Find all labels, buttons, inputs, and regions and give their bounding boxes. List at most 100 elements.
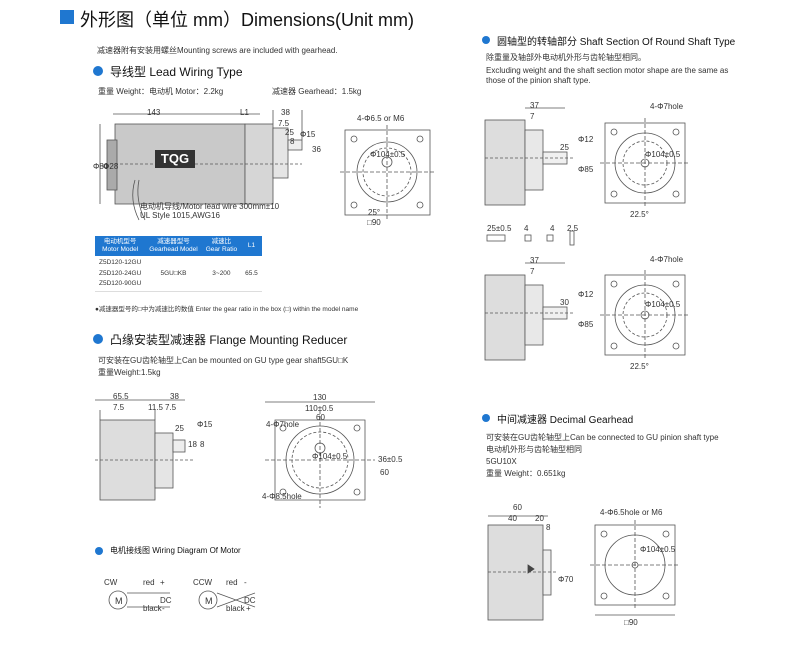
section-bullet-icon: [93, 334, 103, 344]
round-shaft-hole-1: 4-Φ7hole: [650, 102, 684, 111]
round-shaft-front-view-2: [600, 270, 690, 360]
flange-dim-110: 110±0.5: [305, 404, 334, 413]
flange-weight: 重量Weight:1.5kg: [98, 368, 161, 377]
motor-model-2: Z5D120-24GU: [99, 269, 142, 277]
flange-dim-15: Φ15: [197, 420, 213, 429]
lead-wiring-dim-36: 36: [312, 145, 321, 154]
decimal-front-view: [590, 520, 680, 616]
decimal-phi104: Φ104±0.5: [640, 545, 676, 554]
flange-hole-7: 4-Φ7hole: [266, 420, 300, 429]
round-shaft-front-view-1: [600, 118, 690, 208]
lead-wiring-dim-38: 38: [281, 108, 290, 117]
flange-dim-36: 36±0.5: [378, 455, 403, 464]
lead-wiring-25deg: 25°: [368, 208, 381, 217]
lead-wiring-weight-motor: 重量 Weight：电动机 Motor：2.2kg: [98, 87, 224, 96]
lead-wiring-dim-28: Φ28: [103, 162, 119, 171]
l1-value: 65.5: [241, 256, 262, 293]
lead-note-1: 电动机导线/Motor lead wire 300mm±10: [140, 202, 280, 211]
round-shaft-dim-12: Φ12: [578, 135, 594, 144]
round-shaft-dim-7: 7: [530, 112, 535, 121]
round-shaft-dim-12b: Φ12: [578, 290, 594, 299]
brand-logo: TQG: [155, 150, 195, 168]
round-shaft-phi104-1: Φ104±0.5: [645, 150, 681, 159]
decimal-weight: 重量 Weight：0.651kg: [486, 469, 566, 478]
flange-dim-65-5: 65.5: [113, 392, 129, 401]
lead-wiring-dim-80: Φ80: [93, 162, 109, 171]
wiring-ccw-black: black: [226, 604, 245, 613]
lead-wiring-weight-gearhead: 减速器 Gearhead：1.5kg: [272, 87, 362, 96]
lead-wiring-dim-7-5: 7.5: [278, 119, 290, 128]
wiring-ccw-plus: +: [246, 604, 251, 613]
lead-wiring-hole: 4-Φ6.5 or M6: [357, 114, 405, 123]
decimal-desc: 可安装在GU齿轮轴型上Can be connected to GU pinion…: [486, 433, 719, 442]
screws-note: 减速器附有安装用螺丝Mounting screws are included w…: [97, 46, 338, 55]
round-shaft-22-5-2: 22.5°: [630, 362, 649, 371]
flange-dim-7-5b: 7.5: [165, 403, 177, 412]
round-shaft-dim-85: Φ85: [578, 165, 594, 174]
lead-wiring-dim-25: 25: [285, 128, 294, 137]
flange-desc: 可安装在GU齿轮轴型上Can be mounted on GU type gea…: [98, 356, 349, 365]
lead-wiring-dim-l1: L1: [240, 108, 249, 117]
round-shaft-title: 圆轴型的转轴部分 Shaft Section Of Round Shaft Ty…: [497, 37, 736, 48]
page-title: 外形图（单位 mm）Dimensions(Unit mm): [80, 10, 415, 30]
wiring-cw-black: black: [143, 604, 162, 613]
round-shaft-dim-7b: 7: [530, 267, 535, 276]
flange-side-view: [95, 399, 195, 501]
round-shaft-side-view-2: [484, 262, 575, 361]
flange-dim-25: 25: [175, 424, 184, 433]
decimal-dim-8: 8: [546, 523, 551, 532]
wiring-ccw-minus: -: [244, 578, 247, 587]
spec-note: ●减速器型号的□中为减速比的数值 Enter the gear ratio in…: [95, 306, 359, 313]
decimal-side-view: [487, 515, 558, 621]
flange-dim-60: 60: [316, 413, 325, 422]
lead-wiring-side-view: [99, 110, 303, 221]
flange-dim-38: 38: [170, 392, 179, 401]
wiring-diagram-cw: [108, 590, 170, 610]
round-shaft-dim-30: 30: [560, 298, 569, 307]
flange-dim-18: 18: [188, 440, 197, 449]
section-bullet-icon: [482, 36, 490, 44]
wiring-diagram-ccw: [198, 590, 256, 610]
wiring-cw-red: red: [143, 578, 155, 587]
flange-dim-7-5: 7.5: [113, 403, 125, 412]
round-shaft-hole-2: 4-Φ7hole: [650, 255, 684, 264]
shaft-key-25: 25±0.5: [487, 224, 512, 233]
wiring-title: 电机接线图 Wiring Diagram Of Motor: [110, 546, 241, 555]
decimal-dim-60: 60: [513, 503, 522, 512]
wiring-cw-motor: M: [115, 596, 123, 606]
decimal-dim-40: 40: [508, 514, 517, 523]
lead-wiring-dim-15: Φ15: [300, 130, 316, 139]
decimal-title: 中间减速器 Decimal Gearhead: [497, 415, 634, 426]
round-shaft-dim-25: 25: [560, 143, 569, 152]
section-bullet-icon: [482, 414, 490, 422]
wiring-cw-dc: DC: [160, 596, 172, 605]
motor-model-1: Z5D120-12GU: [99, 259, 142, 267]
wiring-cw-minus: -: [162, 604, 165, 613]
round-shaft-phi104-2: Φ104±0.5: [645, 300, 681, 309]
round-shaft-dim-85b: Φ85: [578, 320, 594, 329]
lead-wiring-phi104: Φ104±0.5: [370, 150, 406, 159]
round-shaft-dim-37b: 37: [530, 256, 539, 265]
round-shaft-desc-cn: 除重量及轴部外电动机外形与齿轮轴型相同。: [486, 53, 646, 62]
wiring-ccw-dc: DC: [244, 596, 256, 605]
flange-dim-8: 8: [200, 440, 205, 449]
decimal-hole: 4-Φ6.5hole or M6: [600, 508, 663, 517]
flange-phi104: Φ104±0.5: [312, 452, 348, 461]
wiring-cw-plus: +: [160, 578, 165, 587]
round-shaft-22-5-1: 22.5°: [630, 210, 649, 219]
spec-header-l1: L1: [241, 236, 262, 257]
table-row: Z5D120-12GU Z5D120-24GU Z5D120-90GU 5GU□…: [95, 256, 262, 293]
round-shaft-dim-37: 37: [530, 101, 539, 110]
shaft-key-detail: [486, 230, 575, 246]
shaft-key-4h: 4: [550, 224, 555, 233]
gearhead-model: 5GU□KB: [145, 256, 202, 293]
decimal-model: 5GU10X: [486, 457, 517, 466]
wiring-ccw-label: CCW: [193, 578, 213, 587]
lead-wiring-dim-8: 8: [290, 137, 295, 146]
round-shaft-side-view-1: [484, 107, 575, 206]
decimal-dim-20: 20: [535, 514, 544, 523]
flange-hole-8: 4-Φ8.5hole: [262, 492, 302, 501]
